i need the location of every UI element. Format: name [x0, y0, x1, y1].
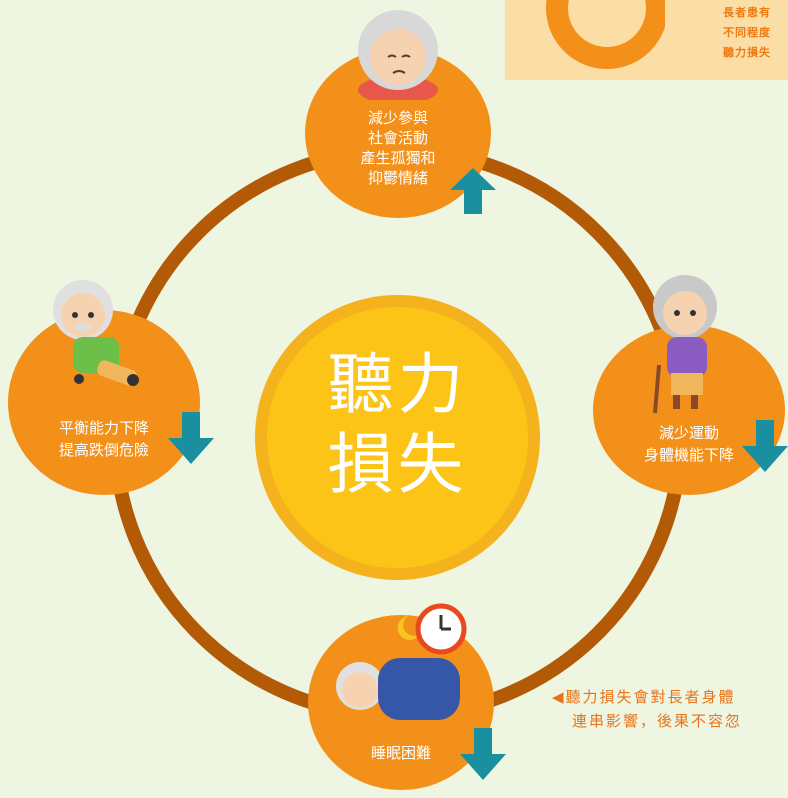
node-social-line-2: 社會活動	[367, 129, 428, 147]
elderly-woman-cane-icon	[653, 275, 717, 414]
node-social-line-1: 減少參與	[367, 109, 428, 127]
note-line-1: 長者患有	[723, 6, 771, 19]
node-social-line-3: 產生孤獨和	[360, 149, 436, 167]
ring-icon	[546, 0, 665, 69]
caption-line-1: ◀聽力損失會對長者身體	[552, 688, 736, 706]
elderly-man-sleeping-icon	[336, 616, 460, 720]
node-exercise-line-2: 身體機能下降	[643, 446, 734, 464]
center-hearing-loss: 聽力 損失	[255, 295, 540, 580]
caption-line-2: 連串影響，後果不容忽	[572, 712, 743, 730]
node-balance-line-2: 提高跌倒危險	[58, 441, 149, 459]
node-balance-line-1: 平衡能力下降	[58, 419, 149, 437]
arrow-down-icon	[742, 420, 788, 472]
elderly-woman-sad-icon	[358, 10, 438, 100]
arrow-down-icon	[168, 412, 214, 464]
info-note: 長者患有 不同程度 聽力損失	[505, 0, 788, 80]
node-sleep-line-1: 睡眠困難	[370, 744, 431, 762]
center-title-line-1: 聽力	[327, 346, 468, 423]
elderly-man-falling-icon	[53, 280, 139, 386]
node-exercise-line-1: 減少運動	[658, 424, 719, 442]
node-social-line-4: 抑鬱情緒	[367, 169, 428, 187]
center-title-line-2: 損失	[327, 426, 468, 503]
note-line-3: 聽力損失	[723, 46, 771, 59]
note-line-2: 不同程度	[723, 26, 771, 39]
clock-icon	[415, 603, 467, 655]
arrow-up-icon	[450, 168, 496, 214]
arrow-down-icon	[460, 728, 506, 780]
